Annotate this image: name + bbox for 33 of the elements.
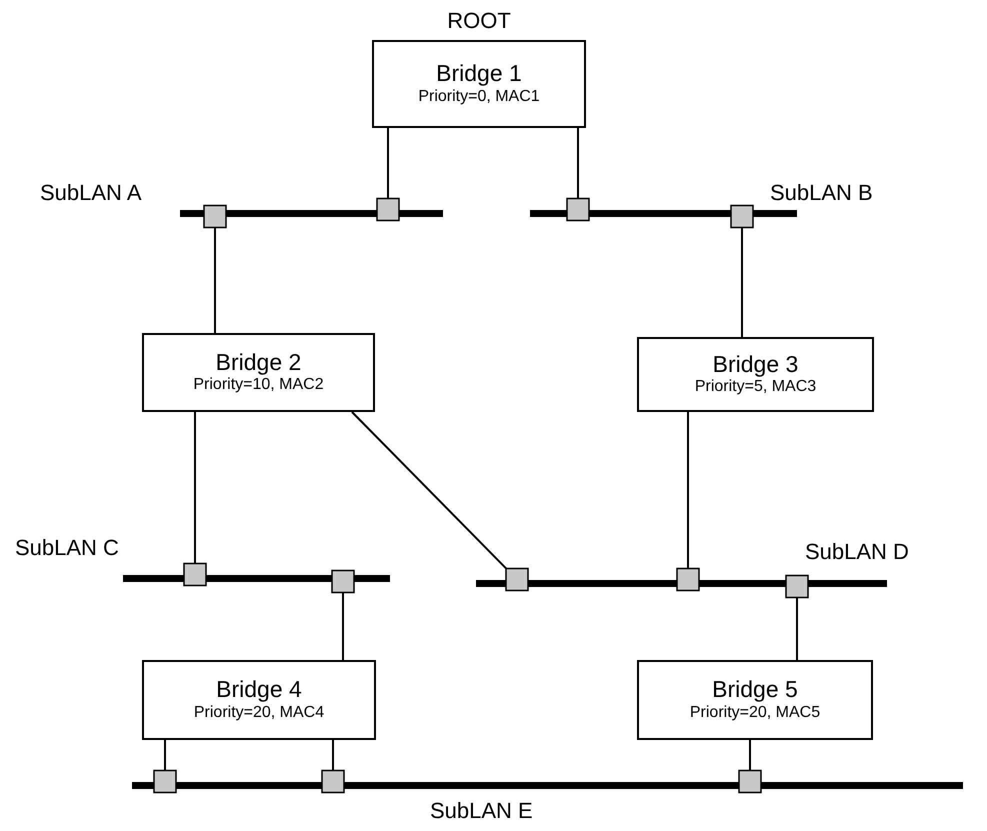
segment-label: SubLAN C: [15, 537, 119, 559]
port-connection-line: [785, 574, 809, 660]
segment-label: SubLAN B: [770, 182, 873, 204]
bridge-name: Bridge 3: [712, 350, 798, 378]
port-connection-line: [676, 412, 700, 592]
segment-label: SubLAN A: [40, 182, 142, 204]
bridge-box: [142, 333, 375, 412]
bridge-name: Bridge 5: [712, 676, 798, 703]
segment-label: SubLAN D: [805, 541, 909, 563]
port-connection-line: [183, 412, 207, 586]
bridge-name: Bridge 1: [436, 60, 522, 87]
bridge-priority: Priority=20, MAC4: [194, 702, 324, 723]
bridge-priority: Priority=0, MAC1: [418, 86, 540, 107]
bridge-box: [637, 660, 873, 740]
port-connection-line: [738, 740, 762, 794]
port-connection-line: [153, 740, 177, 794]
root-label: ROOT: [447, 10, 511, 32]
port-connection-line: [203, 204, 227, 333]
bridge-name: Bridge 4: [216, 676, 302, 703]
bridge-box: [142, 660, 376, 740]
port-connection-line: [566, 128, 590, 222]
port-connection-line: [730, 204, 754, 337]
bridge-box: [372, 40, 586, 128]
port-connection-line: [351, 411, 529, 592]
bridge-box: [637, 337, 874, 412]
bridge-priority: Priority=5, MAC3: [694, 377, 816, 398]
bridge-name: Bridge 2: [216, 348, 302, 376]
port-connection-line: [331, 570, 355, 660]
port-connection-line: [321, 740, 345, 794]
segment-label: SubLAN E: [430, 800, 533, 822]
port-connection-line: [376, 128, 400, 222]
bridge-priority: Priority=10, MAC2: [193, 375, 324, 396]
bridge-priority: Priority=20, MAC5: [690, 702, 820, 723]
